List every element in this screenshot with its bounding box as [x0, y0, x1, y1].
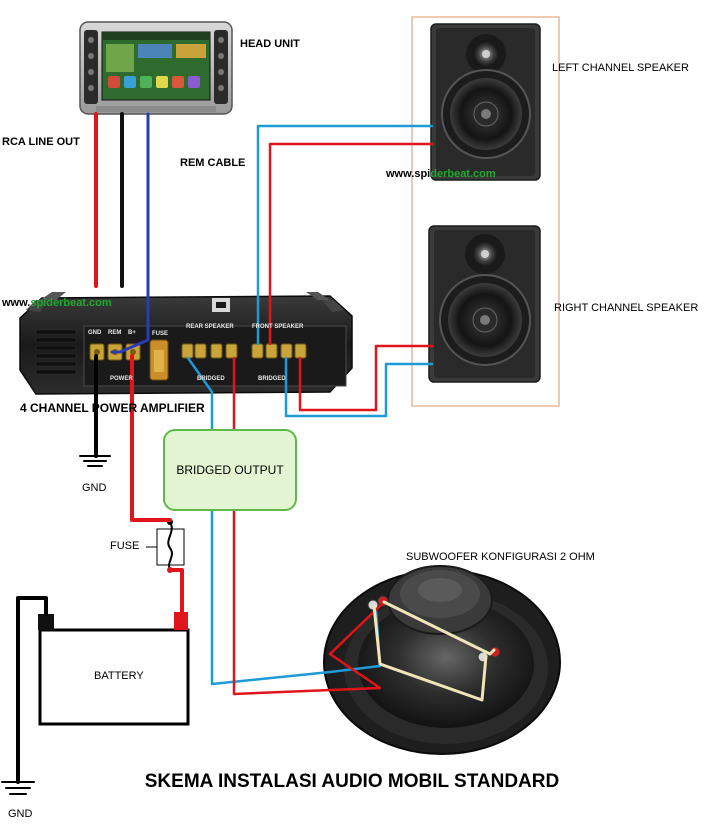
gnd-battery-label: GND — [8, 808, 33, 820]
amp-rem-label: REM — [108, 330, 122, 336]
fuse-label: FUSE — [110, 540, 140, 552]
amp-bridged-label-1: BRIDGED — [197, 376, 225, 382]
diagram-title: SKEMA INSTALASI AUDIO MOBIL STANDARD — [144, 771, 560, 792]
rca-line-out-label: RCA LINE OUT — [2, 136, 80, 148]
amp-front-speaker-label: FRONT SPEAKER — [252, 324, 304, 330]
watermark-amp: www.spiderbeat.com — [2, 297, 112, 309]
head-unit-label: HEAD UNIT — [240, 38, 300, 50]
left-speaker-label: LEFT CHANNEL SPEAKER — [552, 62, 689, 74]
watermark-speaker: www.spiderbeat.com — [386, 168, 496, 180]
amp-bplus-label: B+ — [128, 330, 136, 336]
rem-cable-label: REM CABLE — [180, 157, 246, 169]
wires — [1, 112, 496, 795]
right-speaker-label: RIGHT CHANNEL SPEAKER — [554, 302, 699, 314]
subwoofer-label: SUBWOOFER KONFIGURASI 2 OHM — [406, 551, 595, 563]
left-speaker — [430, 23, 541, 181]
amplifier-label: 4 CHANNEL POWER AMPLIFIER — [20, 401, 205, 415]
bridged-output-label: BRIDGED OUTPUT — [176, 463, 284, 477]
battery-label: BATTERY — [94, 670, 144, 682]
battery — [38, 612, 190, 726]
amp-gnd-label: GND — [88, 330, 102, 336]
amp-bridged-label-2: BRIDGED — [258, 376, 286, 382]
speaker-frame — [411, 16, 560, 407]
amp-speaker-terminals — [181, 343, 307, 359]
gnd-amp-label: GND — [82, 482, 107, 494]
right-speaker — [428, 225, 541, 383]
inline-fuse — [146, 519, 185, 573]
subwoofer — [323, 565, 561, 755]
amp-rear-speaker-label: REAR SPEAKER — [186, 324, 234, 330]
head-unit — [79, 21, 233, 115]
amp-power-label: POWER — [110, 376, 133, 382]
bridged-output-box: BRIDGED OUTPUT — [163, 429, 297, 511]
amp-fuse-label: FUSE — [152, 331, 169, 337]
